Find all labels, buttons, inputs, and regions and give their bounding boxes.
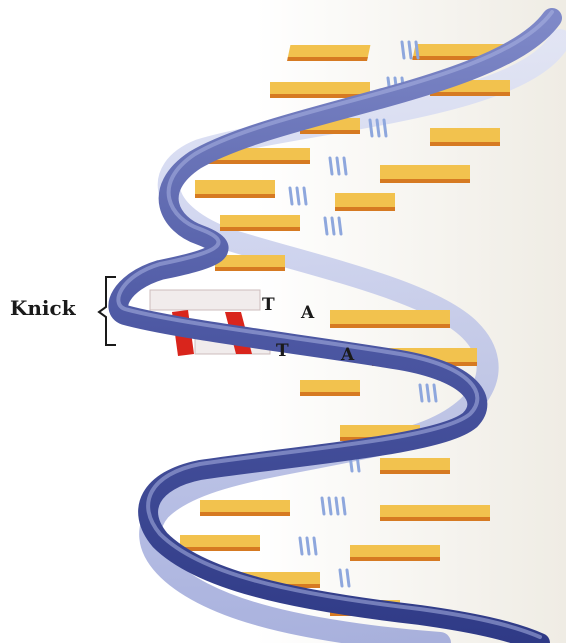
base-pair: [380, 458, 450, 474]
base-pair: [380, 505, 490, 521]
base-label-a-lower: A: [341, 345, 354, 365]
base-label-t-lower: T: [276, 341, 289, 361]
base-pair: [430, 128, 500, 146]
base-pair: [335, 193, 395, 211]
base-pair: [330, 310, 450, 328]
knick-pale-pair: [150, 290, 260, 310]
knick-label: Knick: [10, 296, 76, 320]
base-pair: [215, 255, 285, 271]
base-pair: [200, 500, 290, 516]
base-pair: [380, 165, 470, 183]
base-pair: [287, 45, 370, 61]
base-pair: [195, 180, 275, 198]
base-label-a-upper: A: [301, 303, 314, 323]
base-pair: [300, 380, 360, 396]
base-pair: [180, 535, 260, 551]
base-pair: [220, 215, 300, 231]
base-pair: [350, 545, 440, 561]
base-label-t-upper: T: [262, 295, 275, 315]
